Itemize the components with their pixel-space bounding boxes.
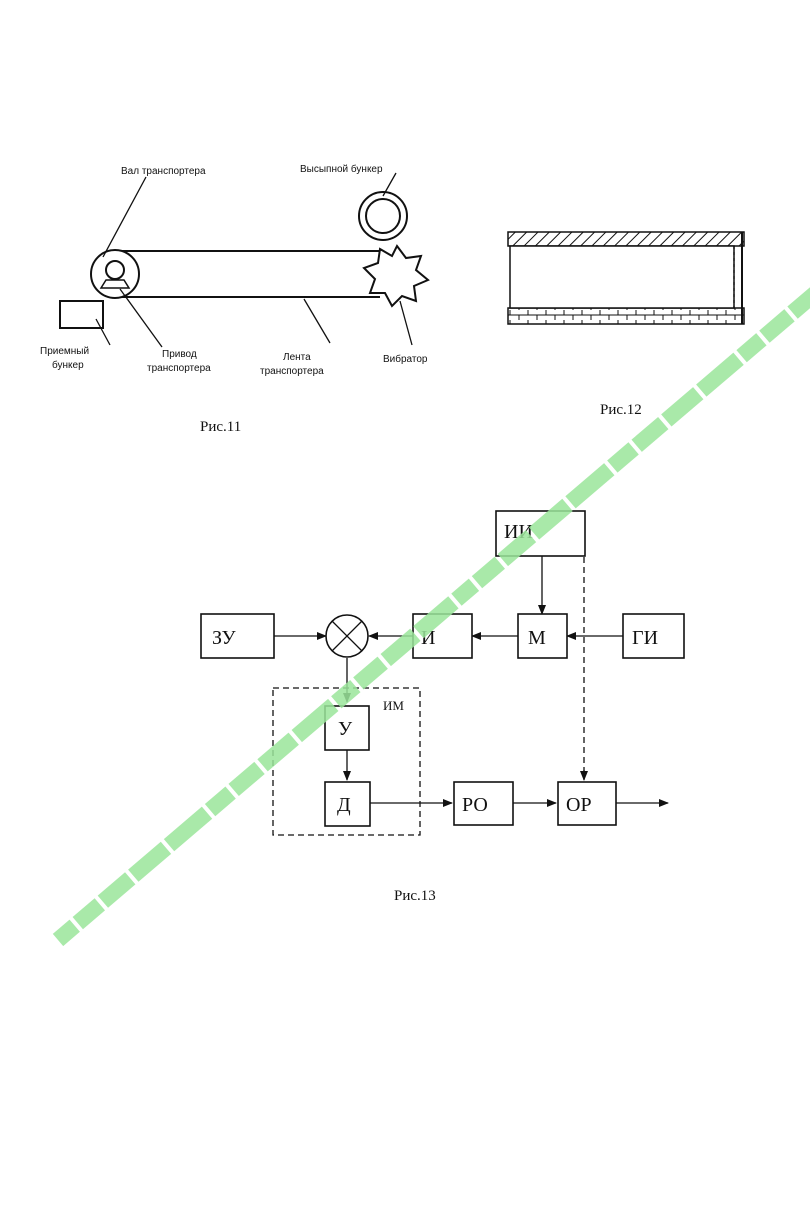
pipe-top-wall bbox=[507, 231, 745, 247]
watermark-block bbox=[97, 872, 136, 908]
watermark-block bbox=[128, 841, 172, 882]
watermark-block bbox=[471, 556, 505, 589]
pipe-bottom-wall bbox=[507, 307, 745, 325]
block-ro: РО bbox=[453, 781, 514, 826]
block-or: ОР bbox=[557, 781, 617, 826]
watermark-block bbox=[413, 596, 459, 639]
watermark-block bbox=[528, 498, 573, 540]
block-d: Д bbox=[324, 781, 371, 827]
label-receiving-hopper-2: бункер bbox=[52, 359, 84, 371]
watermark-block bbox=[565, 463, 615, 509]
svg-text:М: М bbox=[528, 627, 546, 649]
watermark-block bbox=[163, 806, 213, 852]
watermark-block bbox=[331, 679, 361, 709]
label-outlet-hopper: Высыпной бункер bbox=[300, 163, 383, 175]
watermark-block bbox=[353, 656, 388, 690]
svg-text:У: У bbox=[338, 718, 353, 740]
watermark-block bbox=[696, 352, 744, 397]
caption-fig11: Рис.11 bbox=[200, 419, 241, 435]
block-zu: ЗУ bbox=[200, 613, 275, 659]
label-receiving-hopper-1: Приемный bbox=[40, 346, 89, 357]
figure-11-conveyor: Вал транспортера Высыпной бункер Приемны… bbox=[40, 163, 430, 435]
watermark-block bbox=[380, 628, 421, 667]
label-drive-2: транспортера bbox=[147, 363, 211, 374]
caption-fig13: Рис.13 bbox=[394, 888, 436, 904]
svg-text:Д: Д bbox=[337, 794, 351, 816]
label-belt-1: Лента bbox=[283, 352, 311, 363]
watermark-block bbox=[228, 761, 265, 797]
shaft-inner bbox=[105, 260, 125, 280]
label-belt-2: транспортера bbox=[260, 366, 324, 377]
figure-13-block-diagram: ИМ ИИ ЗУ И bbox=[200, 510, 685, 904]
watermark-block bbox=[52, 919, 80, 947]
outlet-hopper-inner bbox=[365, 198, 401, 234]
watermark-block bbox=[451, 578, 480, 606]
caption-fig12: Рис.12 bbox=[600, 402, 642, 418]
receiving-hopper bbox=[59, 300, 104, 329]
svg-text:РО: РО bbox=[462, 794, 488, 816]
label-shaft: Вал транспортера bbox=[121, 166, 206, 177]
block-gi: ГИ bbox=[622, 613, 685, 659]
watermark-block bbox=[736, 333, 767, 363]
vibrator-star bbox=[362, 244, 430, 308]
watermark-block bbox=[661, 387, 704, 427]
watermark-block bbox=[204, 786, 236, 817]
block-m: М bbox=[517, 613, 568, 659]
svg-text:ЗУ: ЗУ bbox=[212, 627, 237, 649]
watermark-band bbox=[52, 280, 810, 947]
label-drive-1: Привод bbox=[162, 349, 197, 360]
group-im-label: ИМ bbox=[383, 698, 404, 713]
watermark-block bbox=[497, 529, 537, 567]
svg-text:ОР: ОР bbox=[566, 794, 592, 816]
drive-base bbox=[99, 279, 131, 289]
label-vibrator: Вибратор bbox=[383, 353, 428, 365]
figure-12-pipe: Рис.12 bbox=[507, 231, 745, 418]
svg-text:ГИ: ГИ bbox=[632, 627, 658, 649]
watermark-block bbox=[787, 280, 810, 319]
watermark-block bbox=[759, 309, 795, 343]
watermark-block bbox=[631, 416, 669, 452]
watermark-block bbox=[257, 732, 299, 772]
watermark-block bbox=[72, 898, 106, 930]
watermark-block bbox=[291, 698, 339, 743]
watermark-block bbox=[607, 442, 639, 473]
pipe-inner bbox=[509, 245, 735, 309]
comparator-symbol bbox=[325, 614, 369, 658]
watermark-blocks bbox=[52, 280, 810, 947]
